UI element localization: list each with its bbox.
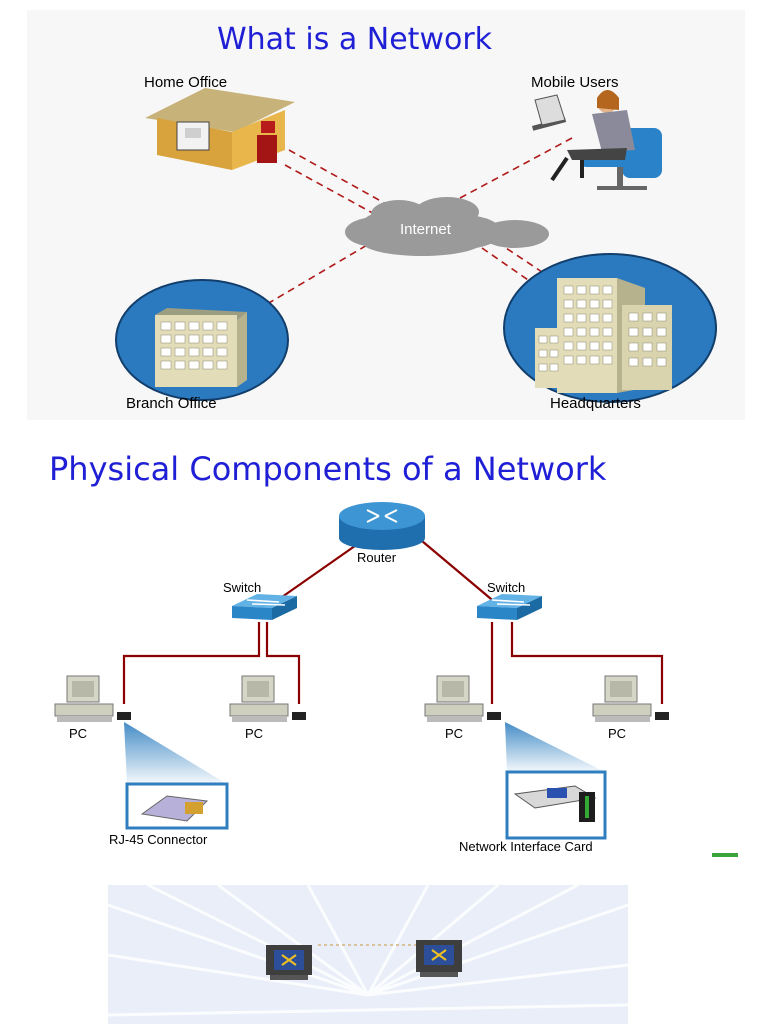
nic-label: Network Interface Card — [459, 839, 593, 854]
rj45-label: RJ-45 Connector — [109, 832, 208, 847]
link-mobile-users — [446, 137, 573, 206]
pc-label-3: PC — [445, 726, 464, 741]
mobile-user-icon — [531, 90, 662, 190]
physical-network-graphic — [54, 502, 669, 840]
pc-icon-3 — [424, 675, 501, 722]
switch-right-icon — [477, 594, 542, 620]
network-interface-card-icon — [505, 770, 607, 840]
green-accent — [712, 853, 738, 857]
pc-label-4: PC — [608, 726, 627, 741]
link-branch-office — [256, 237, 380, 311]
computer-icon-left — [266, 945, 312, 980]
home-office-label: Home Office — [144, 74, 228, 91]
branch-office-label: Branch Office — [126, 395, 217, 412]
rj45-connector-icon — [125, 782, 229, 830]
switch-left-label: Switch — [223, 580, 262, 595]
internet-cloud-icon — [345, 197, 549, 256]
pc-icon-2 — [229, 675, 306, 722]
headquarters-icon — [503, 253, 717, 403]
nic-callout-beam — [505, 722, 605, 772]
network-overview-graphic — [115, 88, 717, 403]
what-is-a-network-panel: What is a Network — [27, 10, 745, 420]
branch-office-icon — [115, 279, 289, 401]
background-lines-graphic — [108, 885, 628, 1017]
network-cables — [122, 540, 664, 704]
link-home-office — [288, 149, 398, 211]
switch-left-icon — [232, 594, 297, 620]
pc-label-1: PC — [69, 726, 88, 741]
router-label: Router — [357, 550, 397, 565]
network-illustration-panel — [108, 885, 628, 1024]
diagram-title: What is a Network — [217, 22, 493, 57]
router-icon — [339, 502, 425, 550]
diagram-title-2: Physical Components of a Network — [49, 450, 607, 488]
computer-icon-right — [416, 940, 462, 977]
pc-icon-1 — [54, 675, 131, 722]
home-office-icon — [145, 88, 295, 170]
headquarters-label: Headquarters — [550, 395, 641, 412]
physical-components-panel: Physical Components of a Network — [27, 436, 739, 856]
rj45-callout-beam — [124, 722, 227, 784]
pc-icon-4 — [592, 675, 669, 722]
switch-right-label: Switch — [487, 580, 526, 595]
mobile-users-label: Mobile Users — [531, 74, 619, 91]
internet-label: Internet — [400, 221, 451, 238]
pc-label-2: PC — [245, 726, 264, 741]
